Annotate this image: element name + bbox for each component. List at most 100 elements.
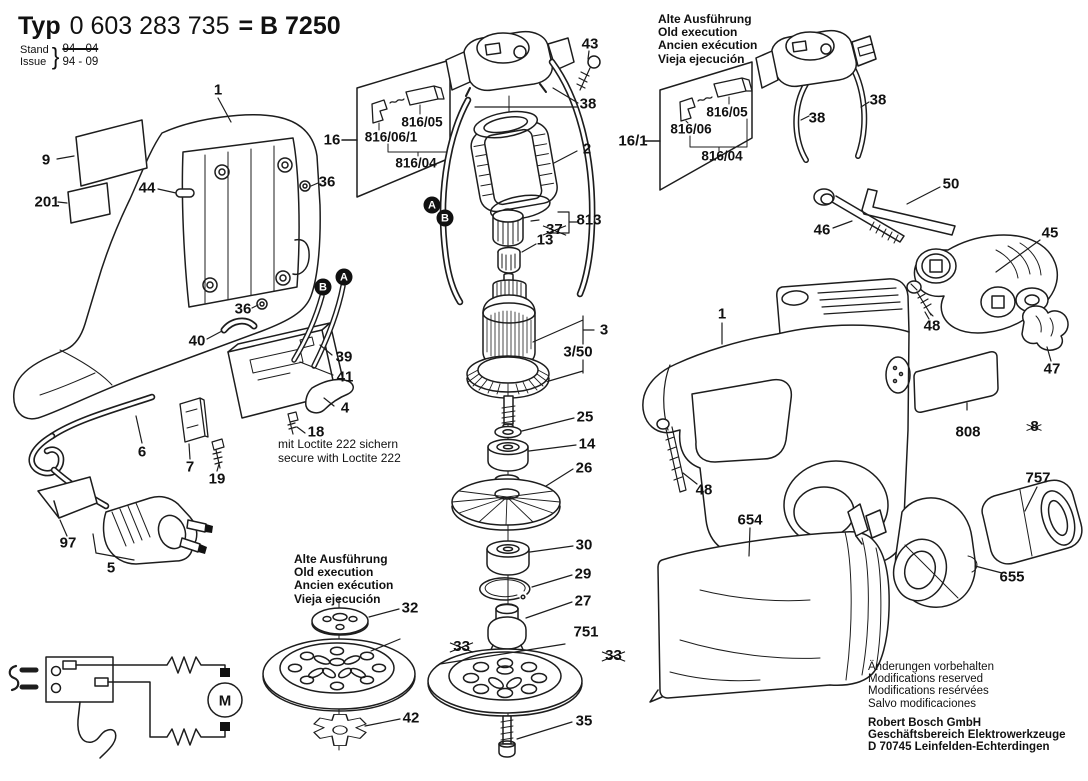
leader-lines — [56, 50, 1052, 740]
callout-housing-1: 1 — [213, 81, 223, 99]
callout-body-1: 1 — [717, 305, 727, 323]
art-drive-stack — [451, 425, 561, 662]
callout-42: 42 — [402, 709, 420, 727]
callout-27: 27 — [574, 592, 592, 610]
callout-44: 44 — [138, 179, 156, 197]
art-switch-assembly — [179, 317, 354, 469]
model-number: = B 7250 — [238, 12, 341, 40]
callout-50: 50 — [942, 175, 960, 193]
connector-a-left: A — [335, 268, 353, 286]
note-line: Alte Ausführung — [294, 552, 388, 566]
stand-value: 94 - 04 — [62, 43, 99, 55]
callout-48-bottom: 48 — [695, 481, 713, 499]
page-title: Typ 0 603 283 735 = B 7250 — [18, 12, 341, 41]
art-circuit — [8, 656, 243, 759]
callout-6: 6 — [137, 443, 147, 461]
callout-816-05-right: 816/05 — [706, 104, 748, 120]
callout-36-top: 36 — [318, 173, 336, 191]
connector-b-center: B — [436, 209, 454, 227]
note-line: secure with Loctite 222 — [278, 451, 401, 465]
callout-33-left-struck: 33 — [453, 638, 470, 655]
art-old-switch — [755, 29, 877, 163]
callout-36-bottom: 36 — [234, 300, 252, 318]
callout-7: 7 — [185, 458, 195, 476]
callout-18: 18 — [307, 423, 325, 441]
note-line: Vieja ejecución — [658, 51, 745, 66]
callout-39: 39 — [335, 348, 353, 366]
callout-201: 201 — [34, 193, 60, 211]
art-commutator — [492, 208, 524, 274]
issue-label: Issue — [20, 56, 47, 68]
art-screw-43 — [576, 55, 601, 91]
stand-label: Stand — [20, 44, 49, 56]
motor-label: M — [218, 692, 232, 710]
note-line: Old execution — [658, 25, 738, 40]
note-line: Modifications reserved — [868, 673, 984, 686]
connector-b-left: B — [314, 278, 332, 296]
callout-8-struck: 8 — [1030, 418, 1039, 435]
callout-32: 32 — [401, 599, 419, 617]
callout-816-05-left: 816/05 — [401, 114, 443, 130]
company-division: Geschäftsbereich Elektrowerkzeuge — [868, 729, 1066, 742]
callout-816-04-right: 816/04 — [701, 148, 743, 164]
callout-38-old-left: 38 — [808, 109, 826, 127]
art-dust-bag — [649, 479, 1083, 703]
note-line: Vieja ejecución — [294, 591, 381, 606]
art-brush-box-16-1 — [644, 61, 753, 191]
art-body-right — [642, 278, 999, 567]
note-modifications: Änderungen vorbehalten Modifications res… — [868, 661, 1066, 753]
note-line: Modifications resérvées — [868, 685, 989, 698]
callout-38-old-right: 38 — [869, 91, 887, 109]
typ-label: Typ — [18, 12, 61, 40]
issue-value: 94 - 09 — [62, 56, 99, 68]
callout-37-struck: 37 — [546, 221, 563, 238]
callout-16-1: 16/1 — [618, 132, 648, 150]
callout-813: 813 — [576, 211, 602, 229]
callout-816-06: 816/06 — [670, 121, 712, 137]
company-name: Robert Bosch GmbH — [868, 716, 982, 729]
callout-38-center: 38 — [579, 95, 597, 113]
callout-3: 3 — [599, 321, 609, 339]
note-line: Änderungen vorbehalten — [868, 661, 994, 673]
art-field-coil — [439, 58, 596, 306]
callout-654: 654 — [737, 511, 763, 529]
callout-751: 751 — [573, 623, 599, 641]
note-line: Alte Ausführung — [658, 12, 752, 26]
callout-808: 808 — [955, 423, 981, 441]
art-handle-group — [813, 188, 1069, 351]
callout-816-06-1: 816/06/1 — [364, 129, 418, 145]
callout-26: 26 — [575, 459, 593, 477]
callout-5: 5 — [106, 559, 116, 577]
callout-757: 757 — [1025, 469, 1051, 487]
callout-43: 43 — [581, 35, 599, 53]
callout-30: 30 — [575, 536, 593, 554]
callout-35: 35 — [575, 712, 593, 730]
issue-brace: } — [51, 42, 60, 70]
note-old-execution-top: Alte Ausführung Old execution Ancien exé… — [658, 12, 757, 66]
note-line: Ancien exécution — [294, 578, 394, 593]
callout-48-top: 48 — [923, 317, 941, 335]
callout-45: 45 — [1041, 224, 1059, 242]
callout-3-50: 3/50 — [562, 343, 594, 361]
issue-labels: Stand Issue — [20, 44, 49, 68]
art-wires-39-41 — [291, 283, 346, 369]
callout-97: 97 — [59, 534, 77, 552]
connector-a-center: A — [423, 196, 441, 214]
callout-816-04-left: 816/04 — [395, 155, 437, 171]
note-line: Salvo modificaciones — [868, 697, 977, 710]
callout-47: 47 — [1043, 360, 1061, 378]
note-line: Old execution — [294, 565, 374, 580]
callout-14: 14 — [578, 435, 596, 453]
callout-46: 46 — [813, 221, 831, 239]
art-cord-plug — [28, 393, 213, 565]
callout-41: 41 — [336, 368, 354, 386]
company-address: D 70745 Leinfelden-Echterdingen — [868, 741, 1050, 754]
art-pad-left-group — [262, 607, 416, 747]
callout-9: 9 — [41, 151, 51, 169]
callout-16: 16 — [323, 131, 341, 149]
callout-25: 25 — [576, 408, 594, 426]
callout-29: 29 — [574, 565, 592, 583]
art-pad-right — [427, 648, 583, 758]
issue-values: 94 - 04 94 - 09 — [62, 43, 98, 69]
